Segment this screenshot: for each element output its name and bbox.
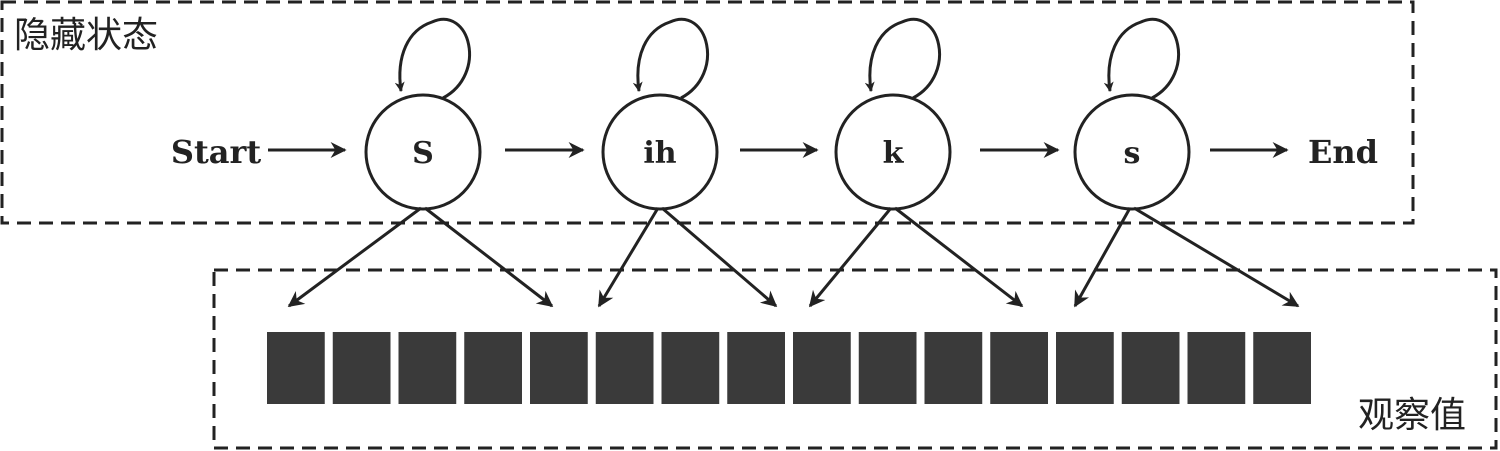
observation-block-13 <box>1056 332 1114 404</box>
emission-arrow-2-left <box>597 207 660 308</box>
observation-block-1 <box>267 332 325 404</box>
hidden-states-panel <box>0 0 1415 225</box>
observation-sequence <box>267 332 1311 404</box>
state-node-4: s <box>1073 18 1300 308</box>
emission-arrow-1-left <box>287 206 422 308</box>
observation-block-16 <box>1253 332 1311 404</box>
observations-title: 观察值 <box>1358 395 1467 436</box>
emission-arrow-1-right <box>424 206 554 308</box>
emission-arrow-3-right <box>894 206 1024 308</box>
observation-block-8 <box>727 332 785 404</box>
state-node-1: S <box>287 18 554 308</box>
emission-arrow-2-right <box>661 206 778 308</box>
state-node-3: k <box>808 18 1024 308</box>
state-circle-3 <box>834 93 952 211</box>
observation-block-12 <box>990 332 1048 404</box>
state-label-1: S <box>412 136 434 171</box>
start-label: Start <box>171 133 261 171</box>
observation-block-7 <box>661 332 720 404</box>
self-loop-arrow-2 <box>632 18 709 100</box>
hidden-states-title: 隐藏状态 <box>14 15 159 56</box>
state-label-3: k <box>883 136 905 171</box>
observation-block-9 <box>793 332 851 404</box>
observation-block-2 <box>332 332 391 404</box>
observation-block-6 <box>595 332 654 404</box>
state-node-2: ih <box>597 18 778 308</box>
self-loop-arrow-4 <box>1103 18 1180 100</box>
observation-block-5 <box>530 332 588 404</box>
observation-block-10 <box>858 332 917 404</box>
state-label-4: s <box>1124 136 1141 171</box>
emission-arrow-4-left <box>1073 207 1132 308</box>
self-loop-arrow-1 <box>394 18 471 100</box>
emission-arrow-3-left <box>808 207 893 308</box>
observation-block-3 <box>398 332 457 404</box>
observation-block-15 <box>1187 332 1246 404</box>
observation-block-14 <box>1121 332 1180 404</box>
state-circle-4 <box>1073 93 1191 211</box>
emission-arrow-4-right <box>1133 206 1300 308</box>
state-circle-2 <box>601 93 719 211</box>
observation-block-11 <box>924 332 983 404</box>
state-label-2: ih <box>643 136 676 171</box>
end-label: End <box>1308 133 1378 171</box>
self-loop-arrow-3 <box>864 18 941 100</box>
state-circle-1 <box>364 93 482 211</box>
observations-panel <box>212 268 1498 450</box>
observation-block-4 <box>464 332 522 404</box>
